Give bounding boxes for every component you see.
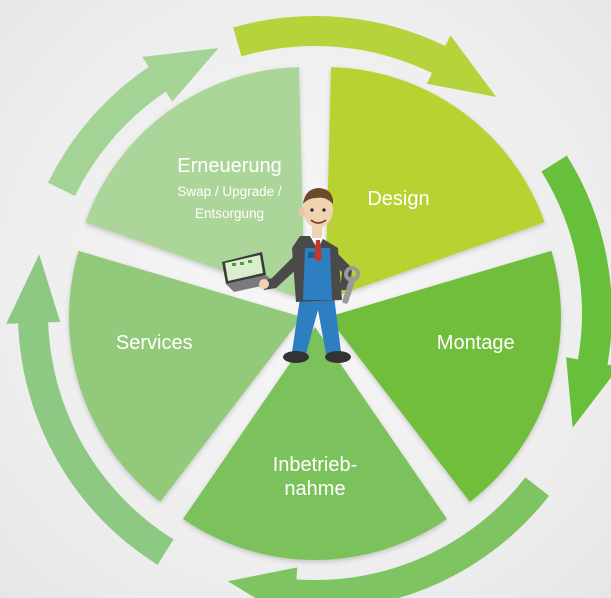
- cycle-arrow-icon: [6, 254, 174, 565]
- segment-label-services: Services: [116, 332, 193, 354]
- cycle-arrow-icon: [233, 16, 497, 97]
- segment-label-design: Design: [367, 188, 429, 210]
- cycle-arrow-icon: [227, 477, 550, 598]
- segment-design: [325, 67, 545, 301]
- laptop-icon: [222, 252, 275, 292]
- segment-label-inbetriebnahme: Inbetrieb-: [273, 454, 358, 476]
- segment-sublabel-erneuerung: Entsorgung: [195, 206, 264, 221]
- segment-erneuerung: [85, 67, 305, 301]
- segment-label-montage: Montage: [437, 332, 515, 354]
- segment-sublabel-erneuerung: Swap / Upgrade /: [177, 184, 282, 199]
- segment-label-inbetriebnahme: nahme: [284, 478, 345, 500]
- segment-label-erneuerung: Erneuerung: [177, 155, 282, 177]
- cycle-arrows: [6, 16, 611, 598]
- cycle-arrow-icon: [541, 155, 611, 428]
- segment-montage: [328, 250, 561, 502]
- cycle-segments: [68, 67, 561, 560]
- cycle-arrow-icon: [48, 48, 219, 196]
- segment-services: [68, 250, 302, 502]
- segment-inbetriebnahme: [183, 327, 447, 560]
- technician-illustration: [222, 188, 360, 363]
